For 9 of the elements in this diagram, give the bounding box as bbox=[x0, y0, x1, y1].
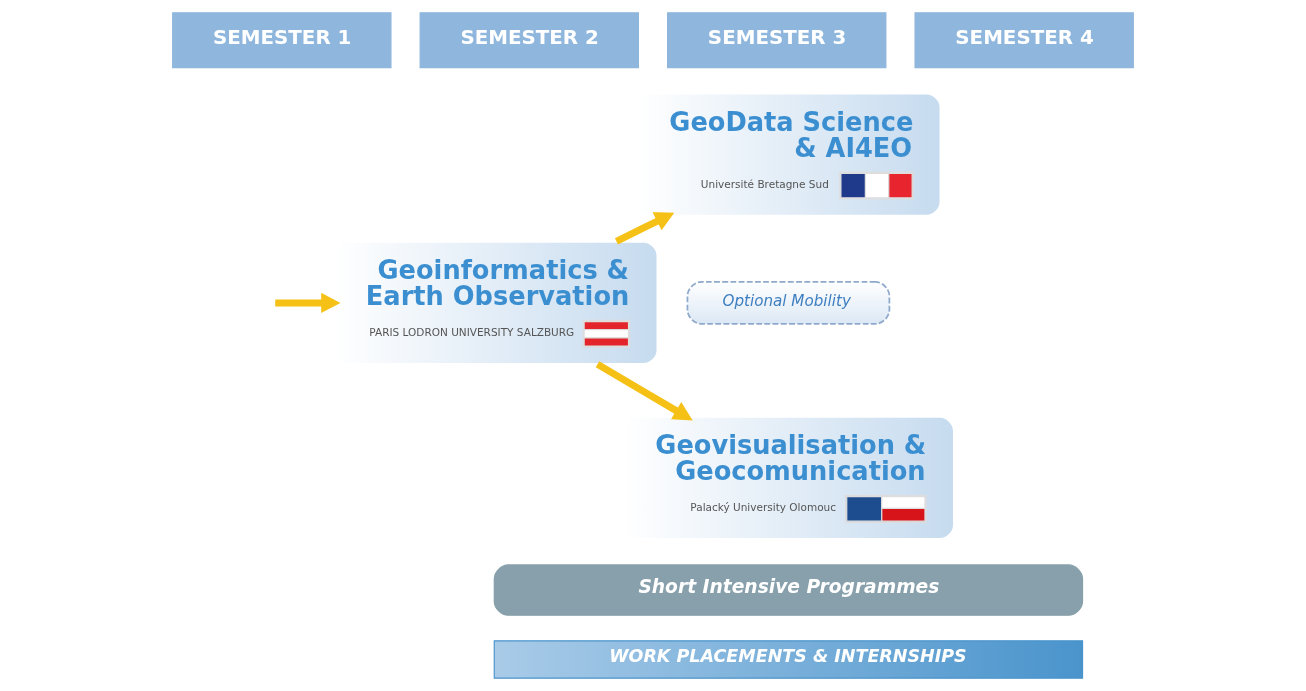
node-box: SEMESTER 3 bbox=[667, 12, 887, 69]
node-box: SEMESTER 2 bbox=[419, 12, 639, 69]
arrow bbox=[595, 361, 693, 421]
arrow bbox=[614, 212, 675, 245]
node-box: Short Intensive Programmes bbox=[493, 564, 1084, 616]
node-box: WORK PLACEMENTS & INTERNSHIPS bbox=[493, 640, 1084, 679]
node-box: Optional Mobility bbox=[686, 281, 891, 325]
node-box: SEMESTER 4 bbox=[914, 12, 1134, 69]
node-box: SEMESTER 1 bbox=[172, 12, 392, 69]
